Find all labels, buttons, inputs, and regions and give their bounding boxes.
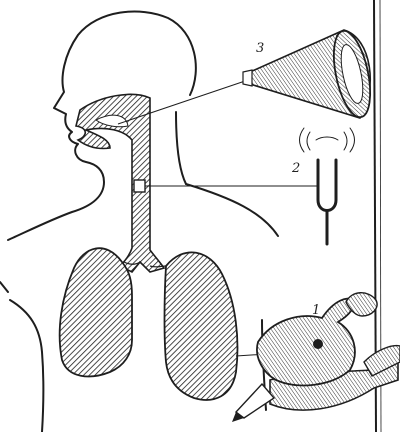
label-bellows: 1	[312, 303, 320, 318]
respiratory-tract	[60, 94, 238, 399]
label-horn: 3	[256, 41, 264, 56]
label-tuning-fork: 2	[291, 161, 300, 176]
larynx	[134, 180, 145, 192]
left-lung	[60, 248, 132, 376]
right-lung	[165, 252, 238, 400]
